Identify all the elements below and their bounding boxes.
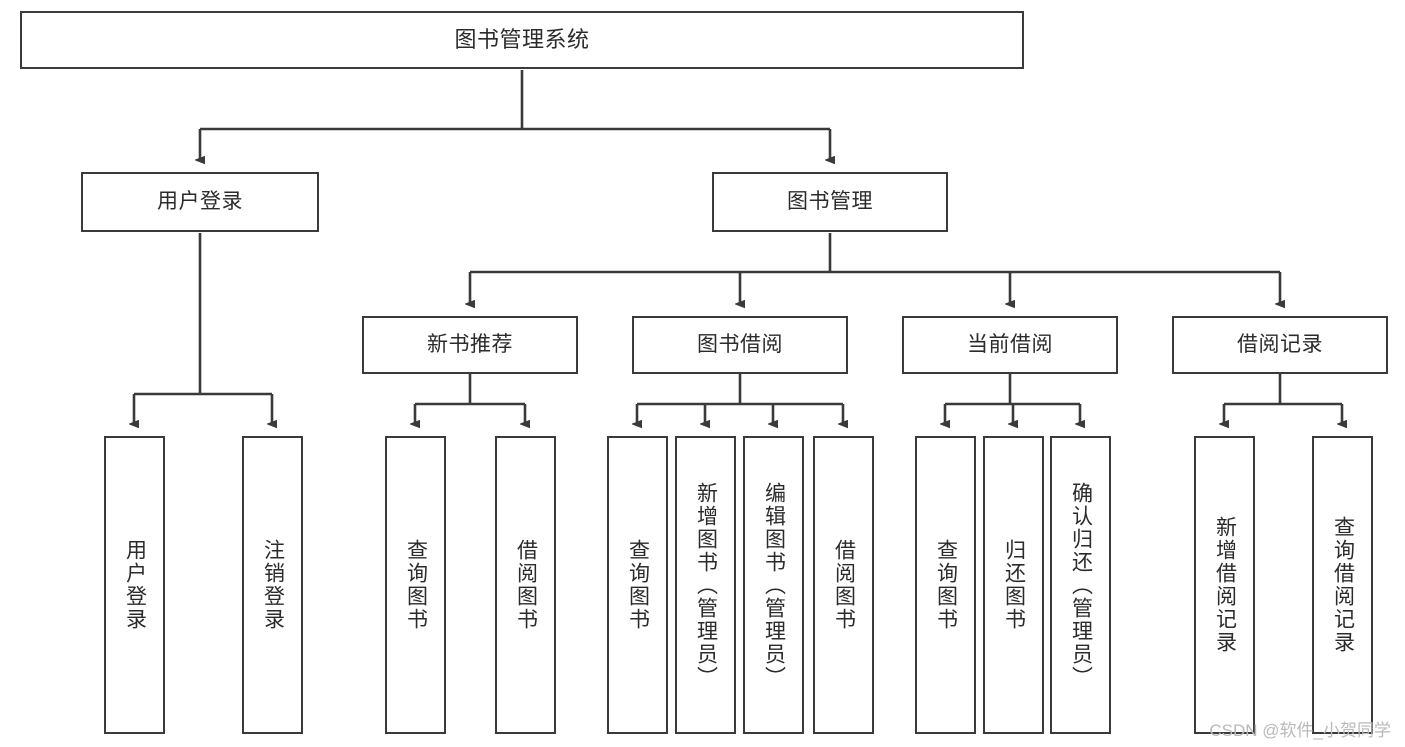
leaf-new-book-query[interactable]: 查询图书: [385, 436, 446, 734]
leaf-current-borrow-query[interactable]: 查询图书: [915, 436, 976, 734]
node-label: 图书管理: [787, 190, 873, 214]
leaf-book-borrow-edit[interactable]: 编辑图书（管理员）: [743, 436, 804, 734]
leaf-current-borrow-confirm-return[interactable]: 确认归还（管理员）: [1050, 436, 1111, 734]
leaf-book-borrow-borrow[interactable]: 借阅图书: [813, 436, 874, 734]
node-label: 新增图书（管理员）: [694, 481, 718, 689]
csdn-watermark: CSDN @软件_小贺同学: [1209, 721, 1391, 740]
node-label: 当前借阅: [967, 333, 1053, 357]
node-new-book-recommend[interactable]: 新书推荐: [362, 316, 578, 374]
node-root-system[interactable]: 图书管理系统: [20, 11, 1024, 69]
node-book-management[interactable]: 图书管理: [712, 172, 948, 232]
node-book-borrow[interactable]: 图书借阅: [632, 316, 848, 374]
node-label: 借阅图书: [832, 539, 856, 631]
node-user-login[interactable]: 用户登录: [81, 172, 319, 232]
leaf-book-borrow-query[interactable]: 查询图书: [607, 436, 668, 734]
node-label: 新书推荐: [427, 333, 513, 357]
leaf-book-borrow-add[interactable]: 新增图书（管理员）: [675, 436, 736, 734]
node-borrow-record[interactable]: 借阅记录: [1172, 316, 1388, 374]
leaf-borrow-record-add[interactable]: 新增借阅记录: [1194, 436, 1255, 734]
node-label: 查询图书: [626, 539, 650, 631]
node-label: 新增借阅记录: [1213, 516, 1237, 654]
node-label: 归还图书: [1002, 539, 1026, 631]
leaf-current-borrow-return[interactable]: 归还图书: [983, 436, 1044, 734]
node-label: 查询图书: [934, 539, 958, 631]
node-label: 图书借阅: [697, 333, 783, 357]
node-label: 借阅图书: [514, 539, 538, 631]
node-label: 查询图书: [404, 539, 428, 631]
leaf-user-login-logout[interactable]: 注销登录: [242, 436, 303, 734]
node-label: 用户登录: [157, 190, 243, 214]
leaf-user-login-login[interactable]: 用户登录: [104, 436, 165, 734]
node-label: 编辑图书（管理员）: [762, 481, 786, 689]
node-label: 图书管理系统: [454, 26, 590, 52]
node-label: 查询借阅记录: [1331, 516, 1355, 654]
node-label: 用户登录: [123, 539, 147, 631]
node-current-borrow[interactable]: 当前借阅: [902, 316, 1118, 374]
leaf-new-book-borrow[interactable]: 借阅图书: [495, 436, 556, 734]
node-label: 注销登录: [261, 539, 285, 631]
node-label: 确认归还（管理员）: [1069, 481, 1093, 689]
leaf-borrow-record-query[interactable]: 查询借阅记录: [1312, 436, 1373, 734]
node-label: 借阅记录: [1237, 333, 1323, 357]
